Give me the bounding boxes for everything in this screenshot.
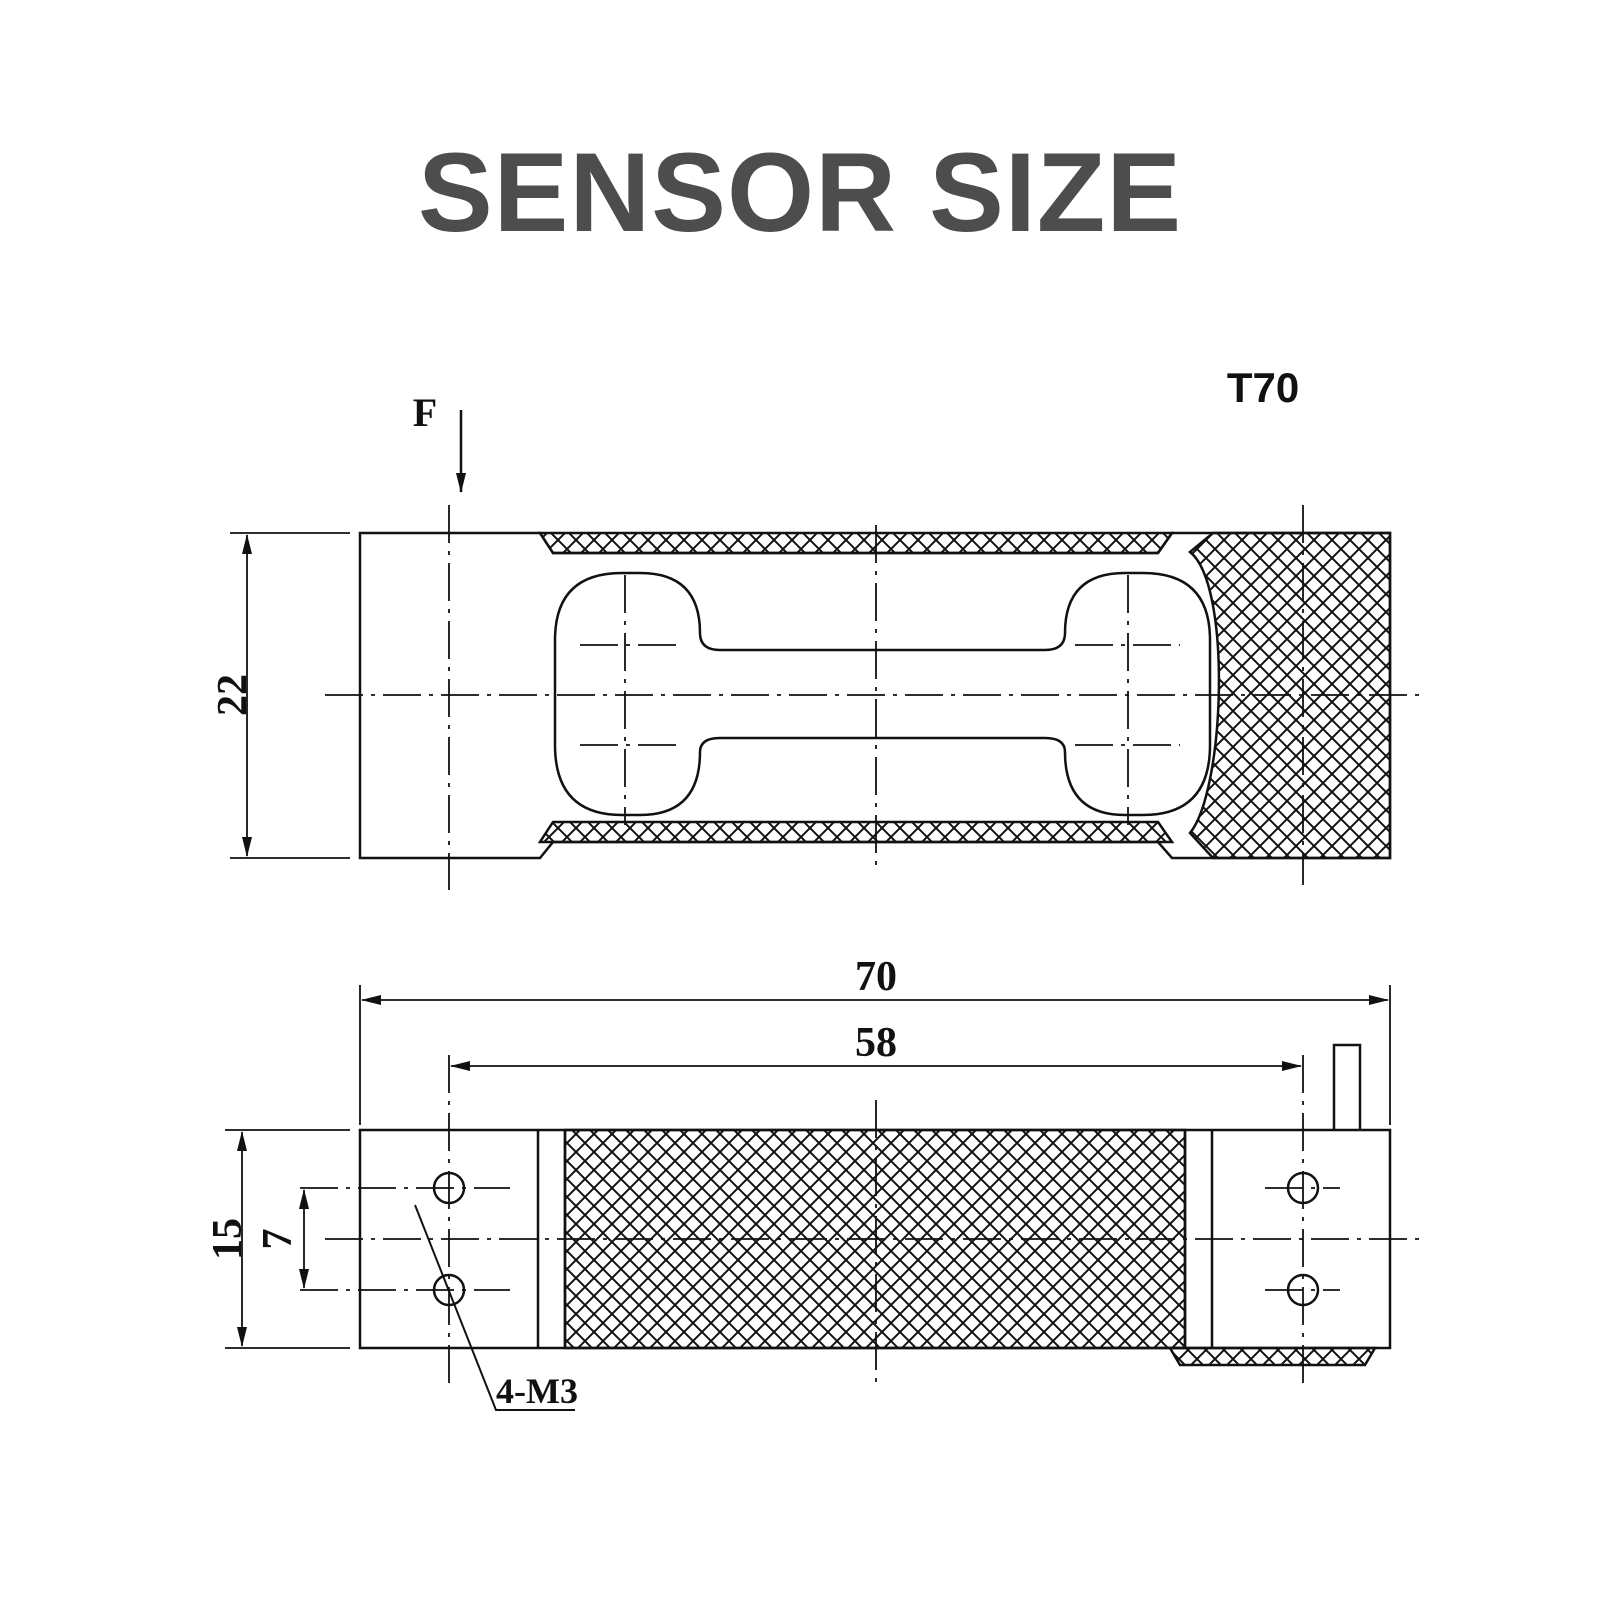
force-label: F	[413, 390, 437, 435]
bottom-hatch-strip	[537, 820, 1175, 844]
cable	[1332, 1043, 1362, 1130]
height-dimension-value: 22	[210, 674, 256, 716]
pitch-dimension-value: 7	[255, 1229, 301, 1250]
bone-cutout	[553, 571, 1212, 817]
hole-spacing-dimension-value: 58	[855, 1020, 897, 1066]
page-title: SENSOR SIZE	[417, 130, 1183, 255]
body-outline	[358, 531, 1392, 860]
thread-label: 4-M3	[496, 1371, 578, 1411]
thread-leader	[414, 1204, 575, 1411]
width-dimension-value: 15	[205, 1218, 251, 1260]
top-hatch-strip	[537, 531, 1175, 555]
top-view	[230, 410, 1420, 890]
length-dimension-value: 70	[855, 954, 897, 1000]
bottom-lip-hatch	[1167, 1346, 1378, 1367]
model-label: T70	[1227, 364, 1299, 411]
bottom-view	[225, 985, 1420, 1411]
